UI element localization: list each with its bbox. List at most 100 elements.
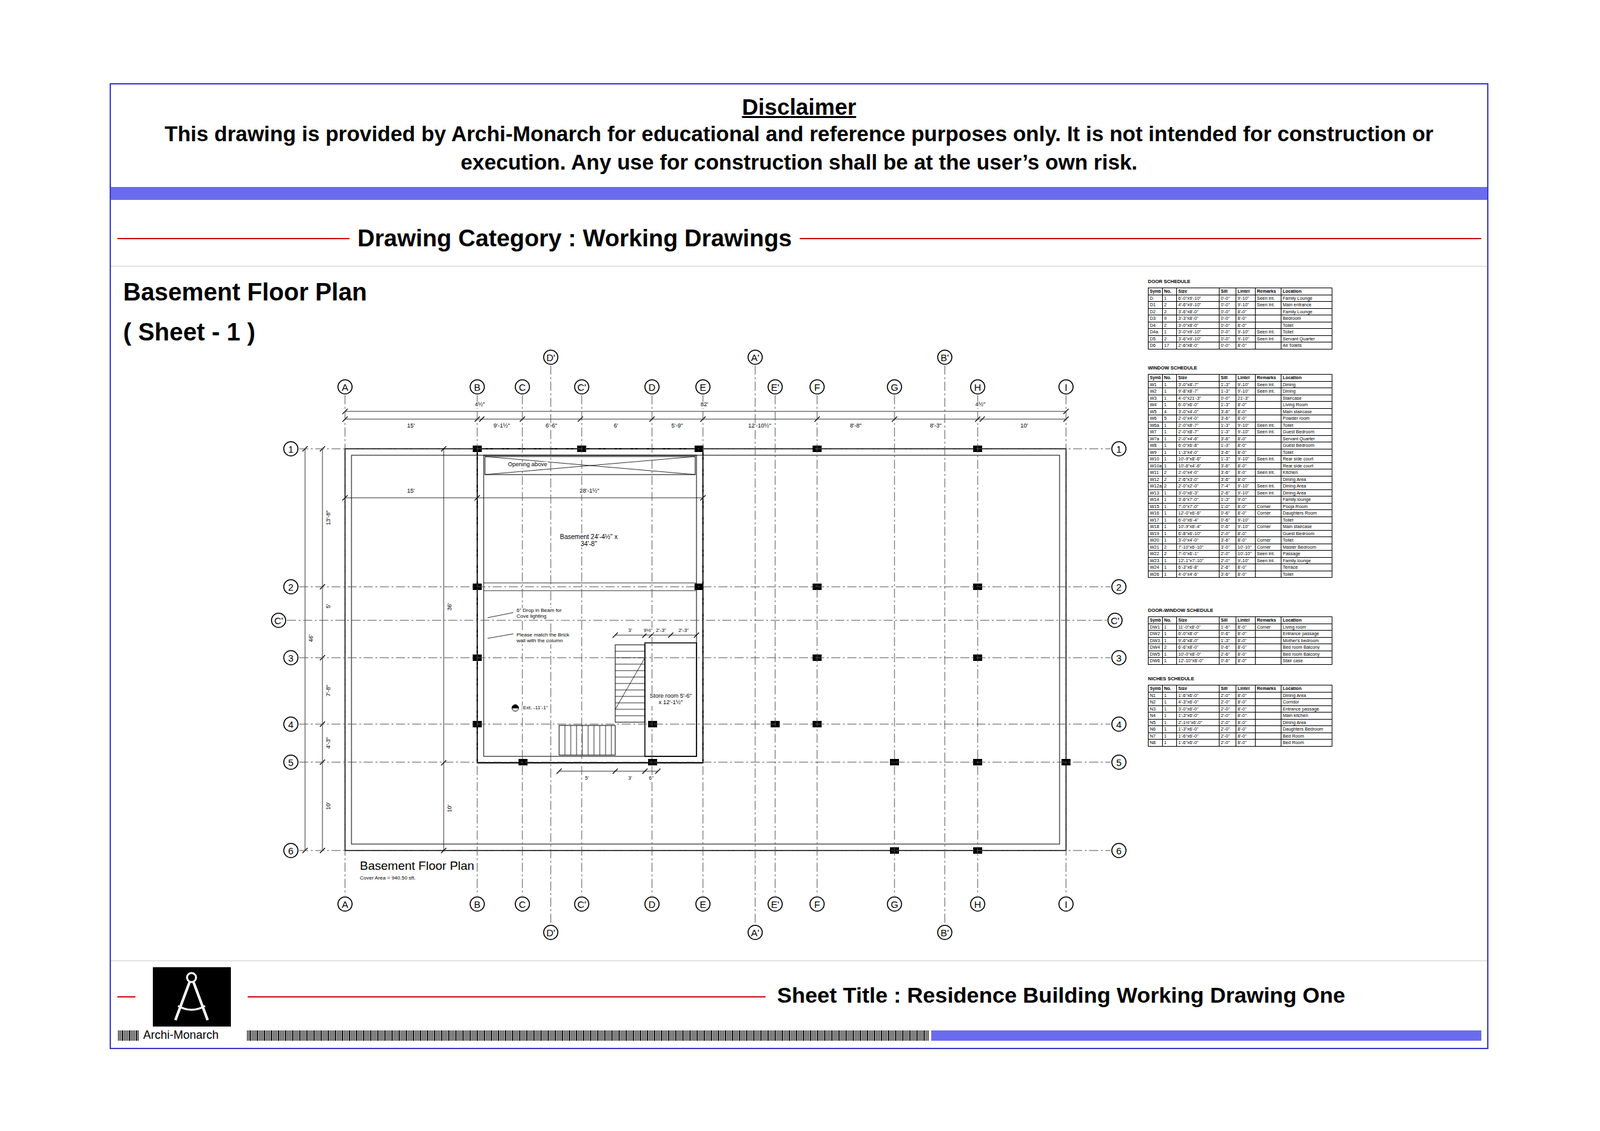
column-rule (1235, 415, 1237, 422)
column-rule (1254, 388, 1256, 395)
table-cell: 9'-0" (1237, 496, 1247, 504)
table-cell: W9 (1149, 449, 1157, 456)
table-cell: Seen lnt. (1256, 422, 1275, 429)
column-rule (1218, 739, 1220, 747)
column-rule (1218, 712, 1220, 720)
dimension-label: Please match the Brick wall with the col… (515, 632, 574, 645)
column-rule (1176, 503, 1177, 511)
dimension-label: 10' (325, 801, 333, 811)
table-cell: 1'-6" (1220, 624, 1230, 631)
table-cell: D (1149, 295, 1154, 302)
table-cell: 1 (1164, 564, 1167, 571)
grid-label: 2 (288, 582, 294, 593)
table-cell: 8'-0" (1237, 706, 1247, 713)
table-cell: 9'-10" (1237, 428, 1250, 436)
column-rule (1218, 415, 1220, 422)
table-cell: 8'-0" (1237, 630, 1247, 638)
column-rule (1235, 651, 1237, 658)
column-rule (1176, 342, 1177, 349)
grid-bubble: 3 (283, 650, 299, 666)
table-cell: 1 (1164, 428, 1167, 436)
column-rule (1176, 381, 1177, 389)
column-rule (1235, 315, 1237, 322)
table-cell: N4 (1149, 712, 1156, 720)
column-rule (1280, 388, 1282, 395)
column-rule (1235, 544, 1237, 551)
table-cell: 1 (1164, 557, 1167, 565)
table-cell: DW2 (1149, 630, 1161, 638)
column-rule (1176, 517, 1177, 524)
table-cell: Entrance passage (1282, 706, 1319, 713)
table-cell: Location (1282, 374, 1302, 382)
column-rule (1176, 401, 1177, 409)
table-cell: 3'-6" (1220, 435, 1230, 443)
column-rule (1280, 739, 1282, 747)
table-cell: Remarks (1256, 617, 1277, 624)
column-rule (1235, 428, 1237, 436)
red-rule (117, 996, 136, 998)
column-rule (1235, 726, 1237, 733)
column-rule (1176, 463, 1177, 470)
column-rule (1176, 415, 1177, 422)
column-rule (1254, 395, 1256, 402)
table-cell: No. (1164, 685, 1172, 692)
table-cell: W18 (1149, 523, 1159, 531)
table-cell: 1'-3" (1220, 455, 1230, 463)
table-cell: 1 (1164, 395, 1167, 402)
column-rule (1280, 537, 1282, 544)
column-rule (1162, 550, 1163, 558)
table-cell: Seen lnt. (1256, 469, 1275, 476)
column-rule (1254, 428, 1256, 436)
column-rule (1162, 322, 1163, 329)
column-rule (1254, 544, 1256, 551)
table-cell: 2'-0" (1220, 557, 1230, 565)
table-cell: W21 (1149, 544, 1159, 551)
schedule-table: DOOR-WINDOW SCHEDULESymbNo.SizeSillLinte… (1147, 606, 1333, 665)
bubble-circle (470, 379, 485, 395)
column-rule (1280, 322, 1282, 329)
column-rule (1218, 428, 1220, 436)
grid-bubble: B' (937, 924, 953, 941)
table-cell: 1 (1164, 571, 1167, 578)
column-rule (1176, 435, 1177, 443)
table-cell: 1'-3"x6'-0" (1178, 726, 1199, 733)
column-rule (1218, 469, 1220, 476)
column-rule (1254, 435, 1256, 443)
grid-bubble: 5 (1111, 754, 1127, 771)
grid-line (299, 657, 1111, 659)
table-cell: 8'-0" (1237, 651, 1247, 658)
column-rule (1176, 374, 1177, 382)
table-cell: N2 (1149, 699, 1156, 706)
dimension-label: 2'-3" (677, 628, 690, 634)
grid-label: 6 (1116, 846, 1122, 856)
dimension-label: 13'-8" (325, 510, 333, 527)
column-rule (1218, 483, 1220, 490)
column-rule (1280, 374, 1282, 382)
table-cell: Seen lnt. (1256, 483, 1275, 490)
dimension-label: 3' (627, 775, 633, 782)
table-cell: 1 (1164, 624, 1167, 631)
column-rule (1254, 739, 1256, 747)
bubble-circle (1111, 755, 1126, 770)
column-rule (1176, 644, 1177, 651)
dimension-label: 6" Drop in Beam for Cove lighting (515, 608, 574, 620)
table-cell: Bedroom (1282, 315, 1301, 322)
column-rule (1162, 442, 1163, 449)
column-rule (1254, 322, 1256, 329)
table-cell: 3'-0"x4'-0" (1178, 408, 1199, 416)
column-rule (1280, 490, 1282, 497)
column-rule (1254, 712, 1256, 720)
bubble-circle (283, 579, 298, 594)
table-cell: 3'-3"x8'-0" (1178, 315, 1199, 322)
grid-bubble: 5 (283, 754, 299, 771)
table-cell: Kitchen (1282, 469, 1298, 476)
grid-label: C (519, 899, 527, 910)
table-cell: 2 (1164, 301, 1167, 309)
table-cell: 8'-0" (1237, 719, 1247, 727)
column-rule (1162, 308, 1163, 316)
column-rule (1176, 455, 1177, 463)
dimension-label: 4½" (474, 401, 486, 409)
table-cell: 8'-0" (1237, 415, 1247, 422)
grid-line (550, 365, 552, 925)
table-cell: W7a (1149, 435, 1159, 443)
